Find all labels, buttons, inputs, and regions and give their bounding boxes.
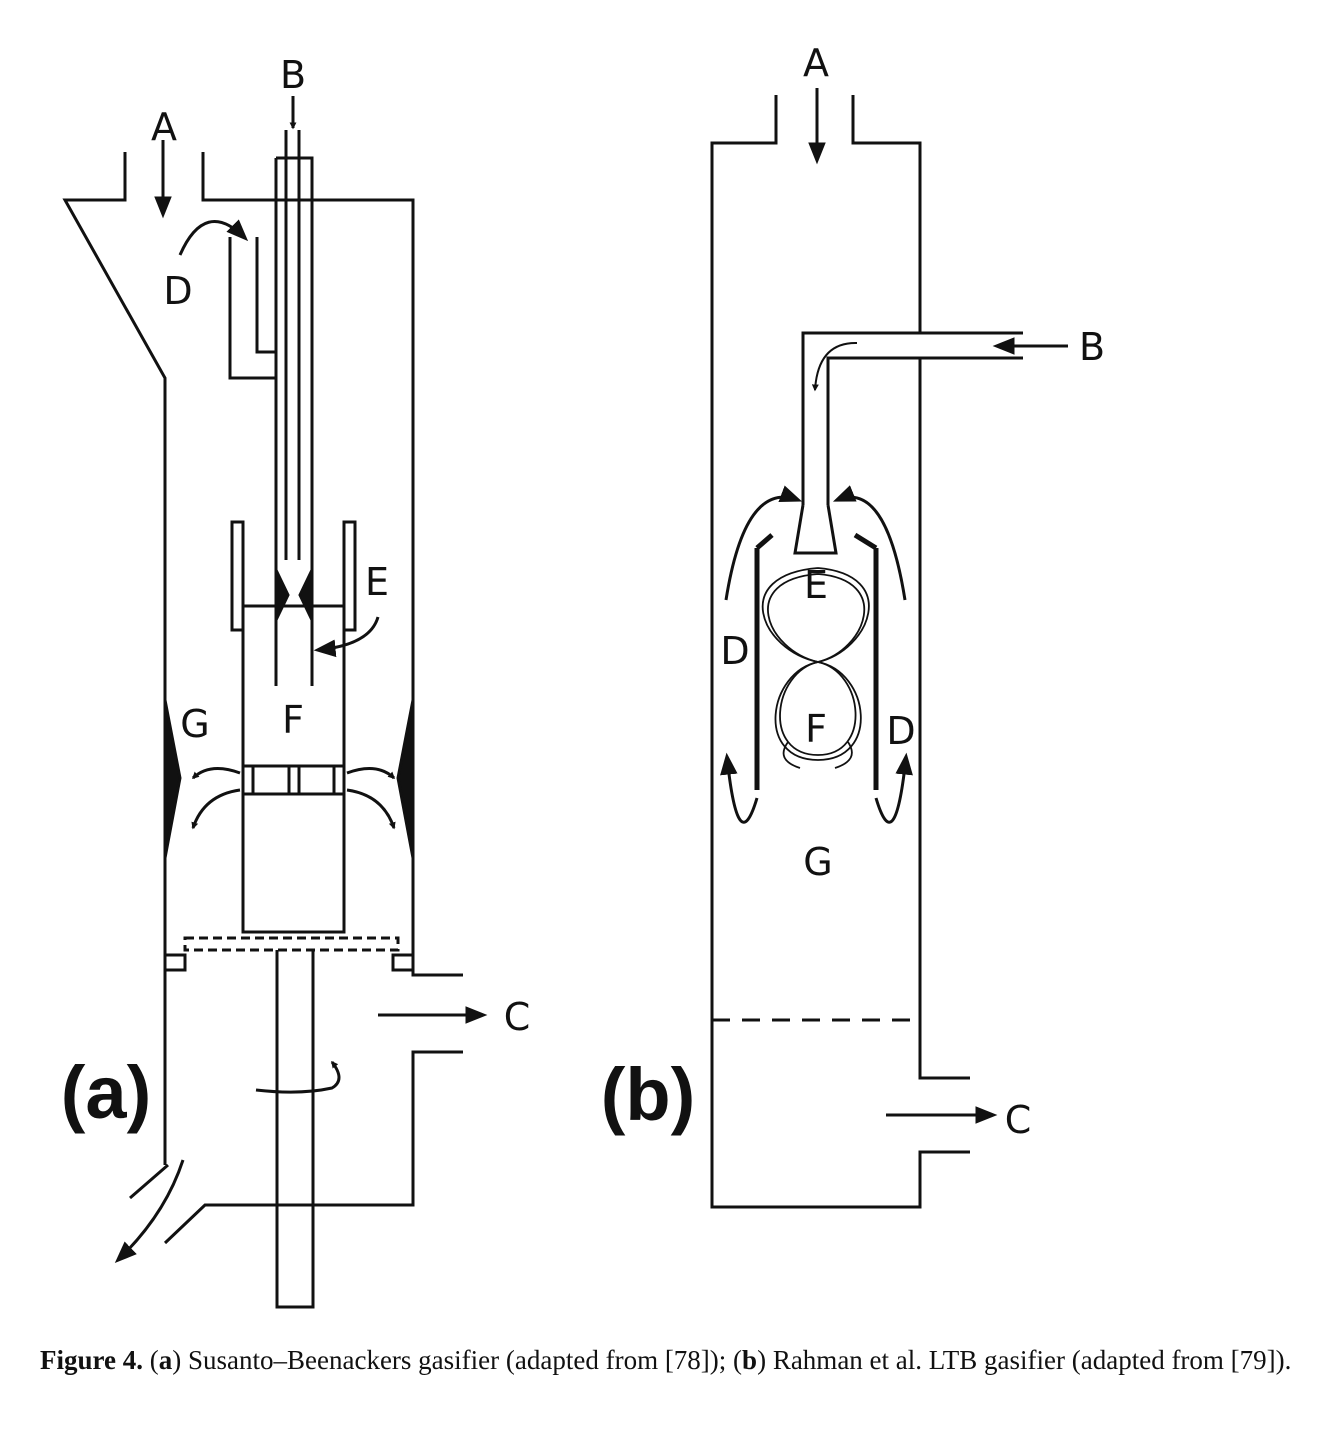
label-a-B: B	[280, 53, 306, 97]
label-a-C: C	[504, 995, 531, 1039]
label-a-G: G	[180, 702, 209, 746]
panel-label-a: (a)	[61, 1051, 151, 1134]
label-b-G: G	[803, 840, 832, 884]
ash-discharge-arrow	[114, 1159, 185, 1264]
wall-insert-right	[396, 699, 415, 859]
panel-label-b: (b)	[601, 1053, 696, 1136]
gasifier-figure: A B C D E F G (a)	[61, 41, 1105, 1309]
label-b-F: F	[805, 707, 827, 751]
label-b-D-right: D	[886, 709, 915, 753]
rotation-arrow	[255, 1060, 341, 1094]
label-b-D-left: D	[720, 629, 749, 673]
caption-open-a: (	[143, 1345, 159, 1375]
label-a-D: D	[163, 269, 192, 313]
label-b-C: C	[1005, 1098, 1032, 1142]
grate-dashed	[183, 936, 400, 952]
caption-text-a: ) Susanto–Beenackers gasifier (adapted f…	[172, 1345, 743, 1375]
feed-tube	[255, 237, 276, 354]
label-a-F: F	[282, 698, 304, 742]
label-a-A: A	[151, 105, 177, 149]
label-b-B: B	[1079, 325, 1105, 369]
label-b-A: A	[803, 41, 829, 85]
nozzle-throat-right	[298, 569, 314, 621]
vessel-top-and-right-wall	[201, 152, 463, 977]
vessel-outline	[710, 95, 970, 1209]
outlet-lower-wall	[163, 1050, 463, 1245]
hopper-outline	[62, 152, 167, 1165]
nozzle-throat-left	[274, 569, 290, 621]
rotating-shaft	[275, 950, 315, 1309]
caption-text-b: ) Rahman et al. LTB gasifier (adapted fr…	[757, 1345, 1292, 1375]
label-a-E: E	[365, 560, 389, 604]
figure-label: Figure 4.	[40, 1345, 143, 1375]
diagram-a-susanto-beenackers	[62, 96, 488, 1309]
wall-insert-left	[163, 699, 182, 859]
swirl-vortex	[761, 567, 870, 769]
caption-a-letter: a	[158, 1345, 173, 1375]
inlet-pipe	[801, 331, 1023, 505]
figure-caption: Figure 4. (a) Susanto–Beenackers gasifie…	[40, 1342, 1292, 1379]
diagram-b-rahman-ltb	[710, 88, 1068, 1209]
caption-b-letter: b	[742, 1345, 758, 1375]
nozzle	[793, 504, 838, 555]
label-b-E: E	[804, 563, 828, 607]
